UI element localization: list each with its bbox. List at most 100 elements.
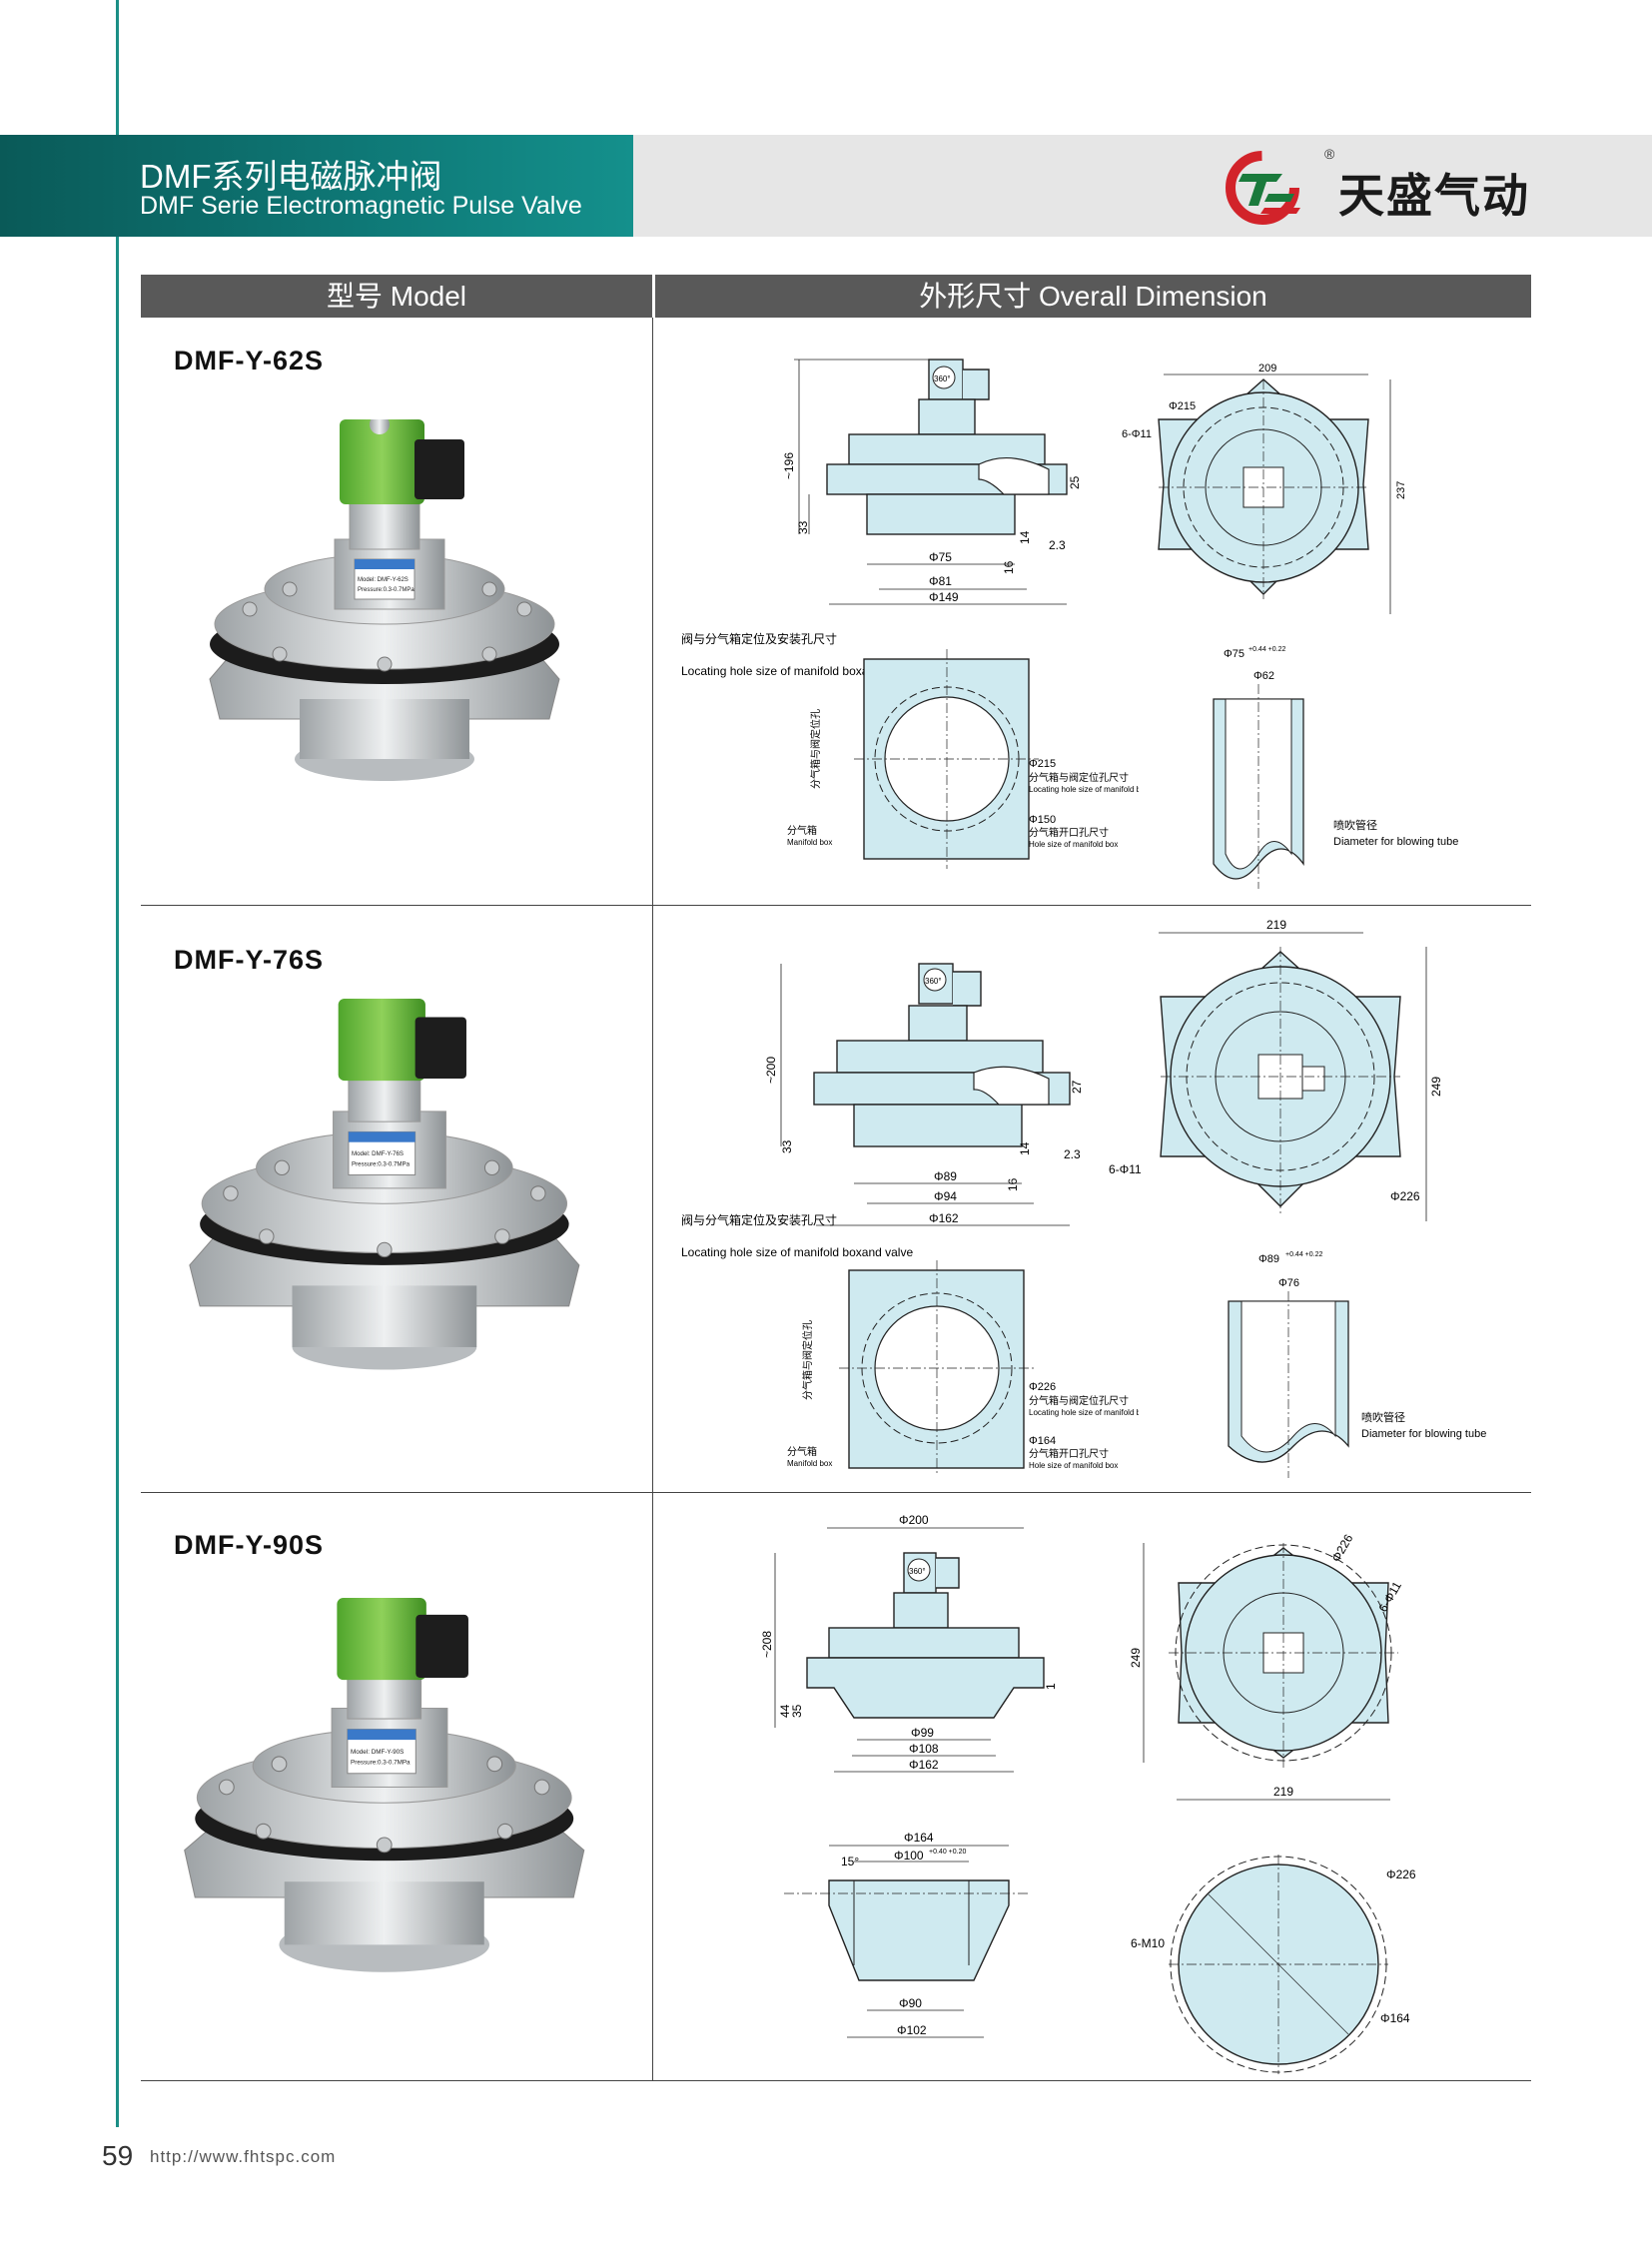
dim-width: 219 <box>1273 1785 1293 1799</box>
dim-holes: 6-M10 <box>1131 1936 1165 1950</box>
flange-part-drawing: Φ164 Φ100 +0.40 +0.20 15° Φ90 Φ102 <box>784 1831 1029 2038</box>
nameplate-pressure: Pressure:0.3-0.7MPa <box>352 1160 411 1167</box>
dim-bot1: Φ90 <box>899 1996 922 2010</box>
dim-t2: 14 <box>1018 1141 1032 1155</box>
row-divider <box>141 1492 1531 1493</box>
dim-height: 249 <box>1129 1648 1143 1668</box>
dim-d1: Φ99 <box>911 1726 934 1740</box>
manifold-hole-drawing: 阀与分气箱定位及安装孔尺寸 Locating hole size of mani… <box>681 631 1139 869</box>
dim-top-d: Φ200 <box>899 1513 929 1527</box>
dim-height: ~200 <box>764 1057 778 1084</box>
pcd-label-en: Locating hole size of manifold boxand va… <box>1029 1408 1139 1417</box>
dim-pcd: Φ226 <box>1386 1868 1416 1881</box>
title-banner <box>0 135 633 237</box>
model-name: DMF-Y-76S <box>174 945 325 975</box>
valve-photo: Model: DMF-Y-62S Pressure:0.3-0.7MPa <box>209 419 560 781</box>
dim-width: 219 <box>1266 918 1286 932</box>
column-divider <box>652 318 653 2080</box>
dim-d3: Φ149 <box>929 590 959 604</box>
brand-logo <box>1226 151 1300 225</box>
dim-d2: Φ81 <box>929 574 952 588</box>
side-view-drawing: 360° ~200 33 27 Φ89 Φ94 Φ162 16 14 2.3 <box>764 963 1084 1226</box>
nameplate-model: Model: DMF-Y-90S <box>351 1749 404 1756</box>
dim-d1: Φ75 <box>929 550 952 564</box>
manifold-v-cn: 分气箱与阀定位孔 <box>801 1320 814 1400</box>
dim-h1: 44 <box>778 1704 792 1718</box>
row-divider <box>141 905 1531 906</box>
dim-flange: 25 <box>1068 475 1082 489</box>
page-title-cn: DMF系列电磁脉冲阀 <box>140 158 442 195</box>
box-label-en: Manifold box <box>787 838 832 847</box>
dim-flange: 27 <box>1070 1080 1084 1094</box>
dim-top: Φ164 <box>904 1831 934 1845</box>
registered-mark: ® <box>1324 146 1335 162</box>
dim-height: ~208 <box>760 1631 774 1658</box>
dim-t3: 2.3 <box>1064 1147 1081 1161</box>
dim-height: 249 <box>1429 1077 1443 1097</box>
dim-pcd: Φ215 <box>1169 400 1196 412</box>
blowing-tube-drawing: Φ75 +0.44 +0.22 Φ62 喷吹管径 Diameter for bl… <box>1213 646 1458 889</box>
manifold-title-cn: 阀与分气箱定位及安装孔尺寸 <box>681 1212 837 1227</box>
pcd-label-en: Locating hole size of manifold boxand va… <box>1029 785 1139 794</box>
tube-id: Φ76 <box>1278 1277 1299 1289</box>
tube-label-cn: 喷吹管径 <box>1333 818 1377 832</box>
model-name: DMF-Y-90S <box>174 1530 325 1560</box>
manifold-title-en: Locating hole size of manifold boxand va… <box>681 1245 913 1259</box>
dim-d2: Φ94 <box>934 1189 957 1203</box>
dim-holes: 6-Φ11 <box>1122 428 1152 440</box>
top-view-drawing: 209 237 Φ215 6-Φ11 <box>1122 363 1407 614</box>
flange-top-drawing: 6-M10 Φ226 Φ164 <box>1131 1855 1416 2074</box>
tube-tol: +0.44 +0.22 <box>1285 1251 1322 1258</box>
manifold-title-cn: 阀与分气箱定位及安装孔尺寸 <box>681 631 837 646</box>
dim-pcd: Φ226 <box>1029 1381 1056 1393</box>
dim-height: ~196 <box>782 452 796 479</box>
pcd-label-cn: 分气箱与阀定位孔尺寸 <box>1029 1394 1129 1407</box>
page-accent-line <box>116 0 119 2127</box>
dim-d2: Φ108 <box>909 1742 939 1756</box>
nameplate-pressure: Pressure:0.3-0.7MPa <box>351 1759 411 1766</box>
tube-od: Φ75 <box>1224 648 1244 660</box>
tube-label-cn: 喷吹管径 <box>1361 1410 1405 1424</box>
brand-name: 天盛气动 <box>1338 169 1530 223</box>
dim-t2: 14 <box>1018 530 1032 544</box>
dim-height: 237 <box>1395 481 1407 499</box>
website-url: http://www.fhtspc.com <box>150 2147 337 2166</box>
box-label-cn: 分气箱 <box>787 1445 817 1458</box>
tube-od: Φ89 <box>1258 1253 1279 1265</box>
dim-t1: 16 <box>1002 560 1016 574</box>
tube-label-en: Diameter for blowing tube <box>1333 836 1458 848</box>
side-view-drawing: 360° ~196 33 25 Φ75 Φ81 Φ149 16 14 2.3 <box>782 359 1082 605</box>
valve-photo: Model: DMF-Y-76S Pressure:0.3-0.7MPa <box>189 999 580 1370</box>
page-title-en: DMF Serie Electromagnetic Pulse Valve <box>140 192 582 220</box>
nameplate-model: Model: DMF-Y-76S <box>352 1150 404 1157</box>
tube-id: Φ62 <box>1253 670 1274 682</box>
hole-label-en: Hole size of manifold box <box>1029 840 1118 849</box>
angle-label: 360° <box>909 1567 926 1576</box>
dim-hole: Φ164 <box>1029 1435 1056 1447</box>
dim-t3: 2.3 <box>1049 538 1066 552</box>
dim-base: 33 <box>796 520 810 534</box>
manifold-hole-drawing: 阀与分气箱定位及安装孔尺寸 Locating hole size of mani… <box>681 1212 1139 1475</box>
dim-h2: 35 <box>790 1704 804 1718</box>
blowing-tube-drawing: Φ89 +0.44 +0.22 Φ76 喷吹管径 Diameter for bl… <box>1228 1251 1486 1478</box>
manifold-title-en: Locating hole size of manifold boxand va… <box>681 664 913 678</box>
nameplate-pressure: Pressure:0.3-0.7MPa <box>358 587 414 593</box>
dim-d3: Φ162 <box>909 1758 939 1772</box>
dim-hole: Φ150 <box>1029 814 1056 826</box>
dim-d1: Φ89 <box>934 1169 957 1183</box>
dim-width: 209 <box>1258 363 1276 374</box>
dim-tol: +0.40 +0.20 <box>929 1849 966 1856</box>
top-view-drawing: 249 219 Φ226 6-Φ11 <box>1129 1532 1404 1801</box>
dim-pcd: Φ226 <box>1390 1189 1420 1203</box>
dim-mid: Φ100 <box>894 1849 924 1863</box>
valve-photo: Model: DMF-Y-90S Pressure:0.3-0.7MPa <box>184 1598 585 1972</box>
box-label-cn: 分气箱 <box>787 824 817 837</box>
dim-t: 1 <box>1044 1683 1058 1690</box>
header-separator <box>652 275 655 318</box>
col-header-dimension: 外形尺寸 Overall Dimension <box>919 281 1267 312</box>
dim-base: 33 <box>780 1139 794 1153</box>
page-number: 59 <box>102 2140 134 2171</box>
angle-label: 360° <box>934 374 951 383</box>
pcd-label-cn: 分气箱与阀定位孔尺寸 <box>1029 771 1129 784</box>
side-view-drawing: Φ200 360° ~208 44 35 1 Φ99 Φ108 Φ162 <box>760 1513 1058 1773</box>
